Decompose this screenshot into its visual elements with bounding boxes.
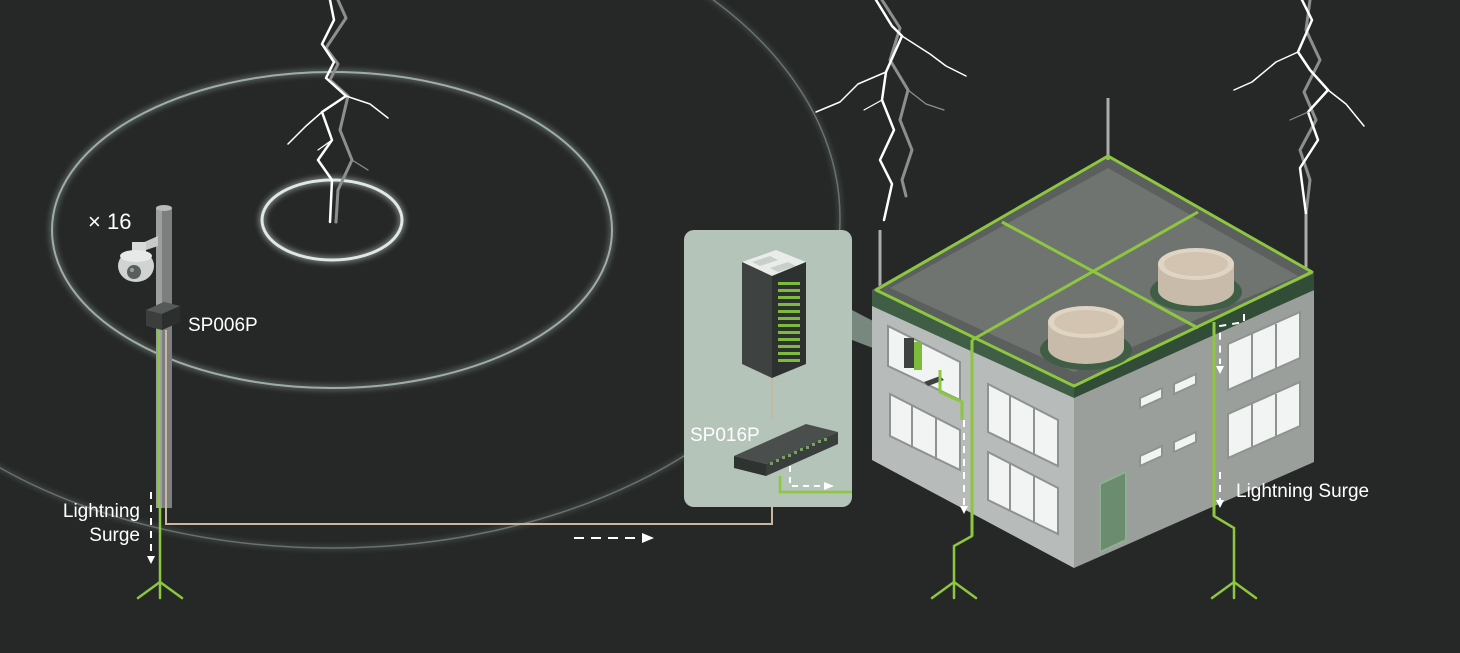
lightning-surge-right-label: Lightning Surge — [1236, 481, 1370, 502]
lightning-bolt-building-left-icon — [815, 0, 967, 222]
surge-arrow-building-left-icon — [960, 420, 968, 514]
building-door — [1099, 470, 1127, 554]
surge-arrow-left-icon — [147, 492, 155, 564]
lightning-surge-left-line2: Surge — [89, 525, 140, 546]
sp006p-label: SP006P — [188, 315, 258, 336]
indoor-equipment-panel — [684, 230, 852, 507]
network-cable — [165, 330, 773, 525]
surge-flow-arrow-icon — [574, 533, 654, 543]
rooftop-tank-right — [1150, 248, 1242, 312]
surge-arrow-building-right-icon — [1216, 314, 1245, 508]
sp006p-device-icon — [146, 302, 180, 330]
camera-pole — [156, 205, 172, 508]
server-rack-icon — [742, 250, 806, 378]
sp016p-label: SP016P — [690, 425, 760, 446]
lightning-surge-left-label: Lightning Surge — [30, 500, 140, 548]
middle-radius-ring — [49, 69, 615, 391]
building-windows-left — [889, 382, 1059, 536]
ground-rod-building-left-icon — [930, 534, 978, 600]
ground-rod-left-icon — [136, 506, 184, 600]
ptz-camera-icon — [118, 236, 158, 282]
switch-surge-arrow-icon — [789, 466, 834, 490]
camera-count-label: × 16 — [88, 209, 132, 234]
lightning-bolt-building-right-icon — [1233, 0, 1365, 216]
rooftop-tank-left — [1040, 306, 1132, 370]
strike-radius-rings — [0, 0, 842, 550]
down-conductors — [938, 322, 1216, 536]
lightning-bolt-field-icon — [287, 0, 389, 224]
building-windows-right — [1139, 310, 1301, 468]
roof-ground-grid — [874, 154, 1314, 388]
building — [872, 98, 1314, 568]
sp016p-switch-icon — [734, 424, 838, 476]
lightning-surge-left-line1: Lightning — [62, 501, 140, 522]
ground-rod-building-right-icon — [1210, 514, 1258, 600]
